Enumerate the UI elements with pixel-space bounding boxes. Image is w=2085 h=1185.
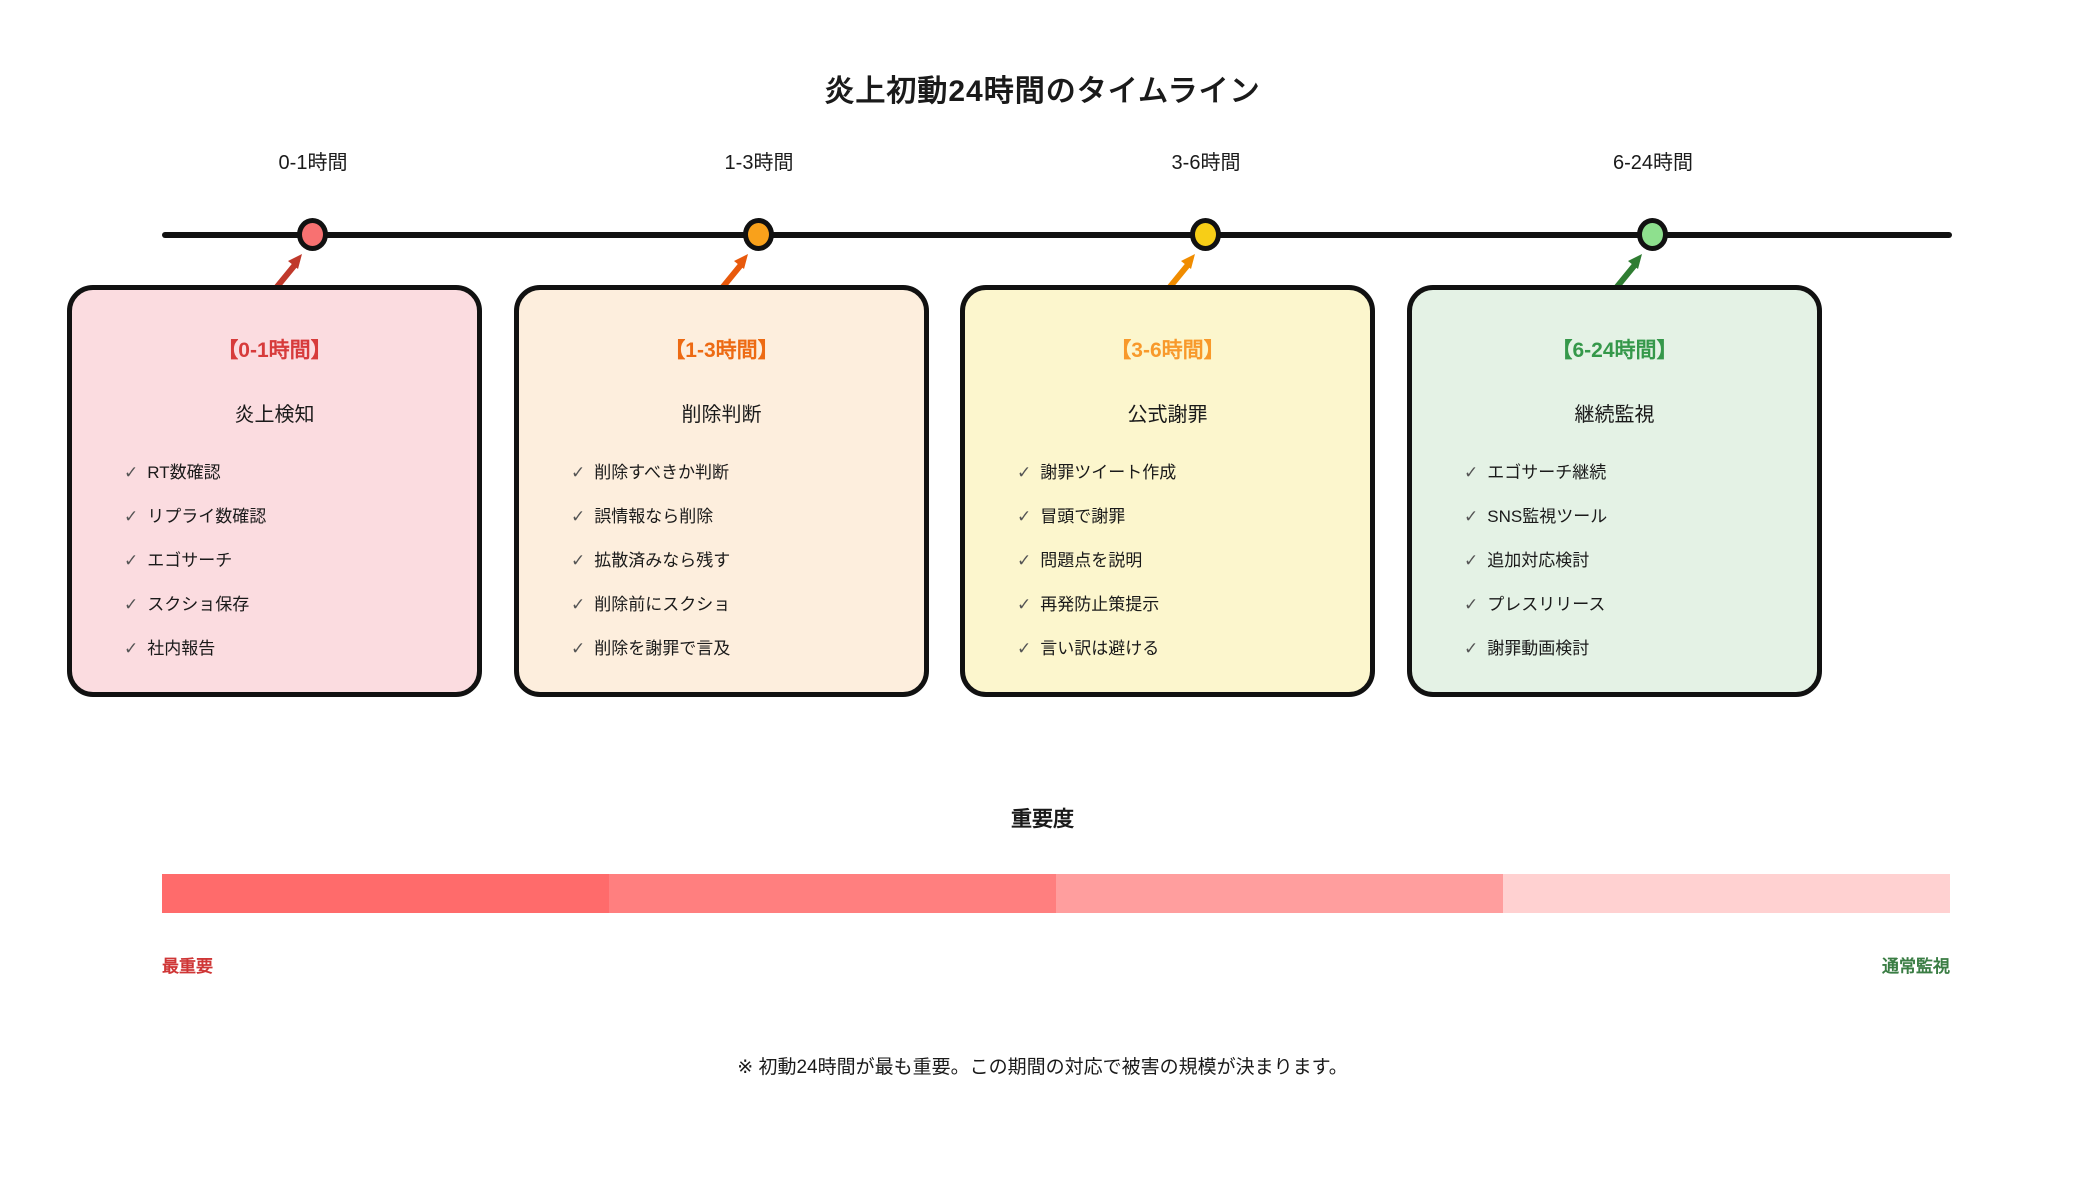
check-icon: ✓ <box>571 595 586 614</box>
check-icon: ✓ <box>1017 507 1032 526</box>
importance-segment-4 <box>1503 874 1950 913</box>
checklist-item-label: 再発防止策提示 <box>1040 595 1160 614</box>
checklist-item: ✓ 問題点を説明 <box>1017 549 1350 593</box>
importance-segment-2 <box>609 874 1056 913</box>
card-subtitle: 削除判断 <box>681 404 762 426</box>
checklist-item: ✓ 削除前にスクショ <box>571 593 904 637</box>
check-icon: ✓ <box>124 595 139 614</box>
check-icon: ✓ <box>1464 595 1479 614</box>
check-icon: ✓ <box>1464 551 1479 570</box>
check-icon: ✓ <box>124 463 139 482</box>
check-icon: ✓ <box>1464 507 1479 526</box>
phase-label-6-24h: 6-24時間 <box>1612 152 1694 174</box>
checklist-item: ✓ 削除すべきか判断 <box>571 461 904 505</box>
checklist-item-label: 拡散済みなら残す <box>594 551 731 570</box>
phase-card-continuous-monitoring: 【6-24時間】 継続監視 ✓ エゴサーチ継続 ✓ SNS監視ツール ✓ 追加対応検討… <box>1407 285 1822 697</box>
importance-segment-1 <box>162 874 609 913</box>
checklist-item: ✓ 追加対応検討 <box>1464 549 1797 593</box>
check-icon: ✓ <box>571 507 586 526</box>
phase-card-official-apology: 【3-6時間】 公式謝罪 ✓ 謝罪ツイート作成 ✓ 冒頭で謝罪 ✓ 問題点を説明 ✓ 再… <box>960 285 1375 697</box>
timeline-dot-3-6h <box>1190 218 1221 251</box>
check-icon: ✓ <box>1017 595 1032 614</box>
card-heading: 【0-1時間】 <box>217 339 332 362</box>
footnote: ※ 初動24時間が最も重要。この期間の対応で被害の規模が決まります。 <box>737 1057 1348 1078</box>
card-checklist: ✓ 謝罪ツイート作成 ✓ 冒頭で謝罪 ✓ 問題点を説明 ✓ 再発防止策提示 ✓ 言い訳は避… <box>965 461 1370 681</box>
check-icon: ✓ <box>124 639 139 658</box>
card-checklist: ✓ エゴサーチ継続 ✓ SNS監視ツール ✓ 追加対応検討 ✓ プレスリリース ✓ 謝罪動… <box>1412 461 1817 681</box>
checklist-item-label: 謝罪動画検討 <box>1487 639 1590 658</box>
checklist-item: ✓ SNS監視ツール <box>1464 505 1797 549</box>
checklist-item-label: リプライ数確認 <box>147 507 267 526</box>
importance-segment-3 <box>1056 874 1503 913</box>
card-checklist: ✓ RT数確認 ✓ リプライ数確認 ✓ エゴサーチ ✓ スクショ保存 ✓ 社内報告 <box>72 461 477 681</box>
check-icon: ✓ <box>1017 463 1032 482</box>
phase-label-0-1h: 0-1時間 <box>278 152 348 174</box>
card-subtitle: 公式謝罪 <box>1127 404 1208 426</box>
checklist-item: ✓ リプライ数確認 <box>124 505 457 549</box>
phase-card-detection: 【0-1時間】 炎上検知 ✓ RT数確認 ✓ リプライ数確認 ✓ エゴサーチ ✓ スクシ… <box>67 285 482 697</box>
checklist-item: ✓ 社内報告 <box>124 637 457 681</box>
checklist-item: ✓ 言い訳は避ける <box>1017 637 1350 681</box>
checklist-item-label: 社内報告 <box>147 639 216 658</box>
checklist-item-label: 追加対応検討 <box>1487 551 1590 570</box>
check-icon: ✓ <box>124 551 139 570</box>
checklist-item-label: 削除前にスクショ <box>594 595 731 614</box>
checklist-item-label: エゴサーチ <box>147 551 233 570</box>
checklist-item: ✓ 再発防止策提示 <box>1017 593 1350 637</box>
checklist-item: ✓ 謝罪ツイート作成 <box>1017 461 1350 505</box>
checklist-item-label: 冒頭で謝罪 <box>1040 507 1126 526</box>
checklist-item: ✓ 拡散済みなら残す <box>571 549 904 593</box>
card-subtitle: 炎上検知 <box>234 404 315 426</box>
card-subtitle: 継続監視 <box>1574 404 1655 426</box>
checklist-item: ✓ 削除を謝罪で言及 <box>571 637 904 681</box>
importance-title: 重要度 <box>1011 808 1074 831</box>
phase-label-1-3h: 1-3時間 <box>724 152 794 174</box>
card-checklist: ✓ 削除すべきか判断 ✓ 誤情報なら削除 ✓ 拡散済みなら残す ✓ 削除前にスクショ ✓… <box>519 461 924 681</box>
checklist-item-label: スクショ保存 <box>147 595 250 614</box>
checklist-item: ✓ プレスリリース <box>1464 593 1797 637</box>
check-icon: ✓ <box>1017 639 1032 658</box>
checklist-item-label: RT数確認 <box>147 463 221 482</box>
card-heading: 【1-3時間】 <box>664 339 779 362</box>
phase-card-delete-decision: 【1-3時間】 削除判断 ✓ 削除すべきか判断 ✓ 誤情報なら削除 ✓ 拡散済みなら残… <box>514 285 929 697</box>
checklist-item: ✓ エゴサーチ <box>124 549 457 593</box>
check-icon: ✓ <box>571 551 586 570</box>
check-icon: ✓ <box>571 639 586 658</box>
importance-gradient-bar <box>162 874 1950 913</box>
checklist-item: ✓ 誤情報なら削除 <box>571 505 904 549</box>
checklist-item-label: エゴサーチ継続 <box>1487 463 1607 482</box>
check-icon: ✓ <box>1464 639 1479 658</box>
checklist-item: ✓ スクショ保存 <box>124 593 457 637</box>
checklist-item-label: 削除を謝罪で言及 <box>594 639 731 658</box>
checklist-item-label: 問題点を説明 <box>1040 551 1143 570</box>
phase-label-3-6h: 3-6時間 <box>1171 152 1241 174</box>
card-heading: 【3-6時間】 <box>1110 339 1225 362</box>
importance-left-label: 最重要 <box>162 957 213 976</box>
check-icon: ✓ <box>1017 551 1032 570</box>
timeline-dot-6-24h <box>1637 218 1668 251</box>
check-icon: ✓ <box>1464 463 1479 482</box>
checklist-item-label: 言い訳は避ける <box>1040 639 1160 658</box>
checklist-item: ✓ 謝罪動画検討 <box>1464 637 1797 681</box>
card-heading: 【6-24時間】 <box>1551 339 1678 362</box>
checklist-item-label: 謝罪ツイート作成 <box>1040 463 1177 482</box>
checklist-item-label: 削除すべきか判断 <box>594 463 730 482</box>
checklist-item-label: プレスリリース <box>1487 595 1606 614</box>
timeline-dot-0-1h <box>297 218 328 251</box>
checklist-item: ✓ 冒頭で謝罪 <box>1017 505 1350 549</box>
timeline-dot-1-3h <box>743 218 774 251</box>
check-icon: ✓ <box>124 507 139 526</box>
page-title: 炎上初動24時間のタイムライン <box>824 75 1261 108</box>
checklist-item-label: 誤情報なら削除 <box>594 507 714 526</box>
timeline-axis <box>162 232 1952 238</box>
importance-right-label: 通常監視 <box>1882 957 1950 976</box>
checklist-item: ✓ エゴサーチ継続 <box>1464 461 1797 505</box>
checklist-item: ✓ RT数確認 <box>124 461 457 505</box>
check-icon: ✓ <box>571 463 586 482</box>
checklist-item-label: SNS監視ツール <box>1487 507 1608 526</box>
